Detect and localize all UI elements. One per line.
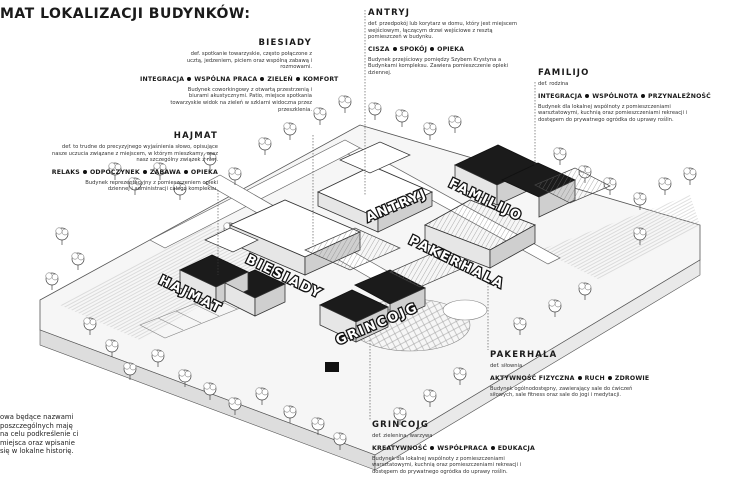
building-hajmat [178, 254, 287, 317]
panel-antryj-name: ANTRYJ [368, 8, 411, 18]
panel-grincojg: GRINCOJG def. zielenina, warzywa KREATYW… [372, 420, 535, 475]
panel-grincojg-def: def. zielenina, warzywa [372, 433, 433, 439]
panel-pakerhala-desc: Budynek ogólnodostępny, zawierający sale… [490, 385, 633, 399]
panel-biesiady-name: BIESIADY [258, 38, 312, 48]
left-note: owa będące nazwami poszczególnych maję n… [0, 413, 79, 455]
lawn-east [540, 195, 700, 280]
playground-block [325, 362, 339, 372]
building-biesiady [204, 199, 401, 276]
panel-familijo-desc: Budynek dla lokalnej wspólnoty z pomiesz… [538, 103, 688, 123]
panel-antryj-def: def. przedpokój lub korytarz w domu, któ… [368, 21, 518, 41]
panel-pakerhala-def: def. siłownia [490, 363, 523, 369]
panel-antryj: ANTRYJ def. przedpokój lub korytarz w do… [368, 8, 518, 77]
panel-familijo-def: def. rodzina [538, 81, 569, 87]
panel-biesiady-desc: Budynek coworkingowy z otwartą przestrze… [170, 86, 312, 113]
panel-hajmat-desc: Budynek reprezentacyjny z pomieszczeniem… [85, 179, 218, 193]
building-grincojg [318, 249, 471, 343]
panel-grincojg-name: GRINCOJG [372, 420, 430, 430]
panel-familijo-name: FAMILIJO [538, 68, 590, 78]
building-pakerhala [423, 199, 537, 269]
panel-hajmat-def: def. to trudne do precyzyjnego wyjaśnien… [51, 144, 218, 164]
panel-hajmat-name: HAJMAT [173, 131, 218, 141]
panel-pakerhala-name: PAKERHALA [490, 350, 558, 360]
building-antryj [316, 141, 434, 233]
panel-antryj-desc: Budynek przejściowy pomiędzy Szybem Krys… [368, 56, 509, 76]
lawn-west [60, 225, 290, 340]
panel-biesiady: BIESIADY def. spotkanie towarzyskie, czę… [140, 38, 339, 113]
panel-hajmat: HAJMAT def. to trudne do precyzyjnego wy… [48, 131, 218, 193]
panel-grincojg-desc: Budynek dla lokalnej wspólnoty z pomiesz… [372, 455, 522, 475]
page-title: MAT LOKALIZACJI BUDYNKÓW: [0, 6, 251, 22]
panel-pakerhala: PAKERHALA def. siłownia AKTYWNOŚĆ FIZYCZ… [490, 350, 650, 399]
panel-biesiady-def: def. spotkanie towarzyskie, często połąc… [186, 51, 312, 71]
leader-lines [217, 10, 536, 420]
building-familijo [453, 144, 611, 218]
